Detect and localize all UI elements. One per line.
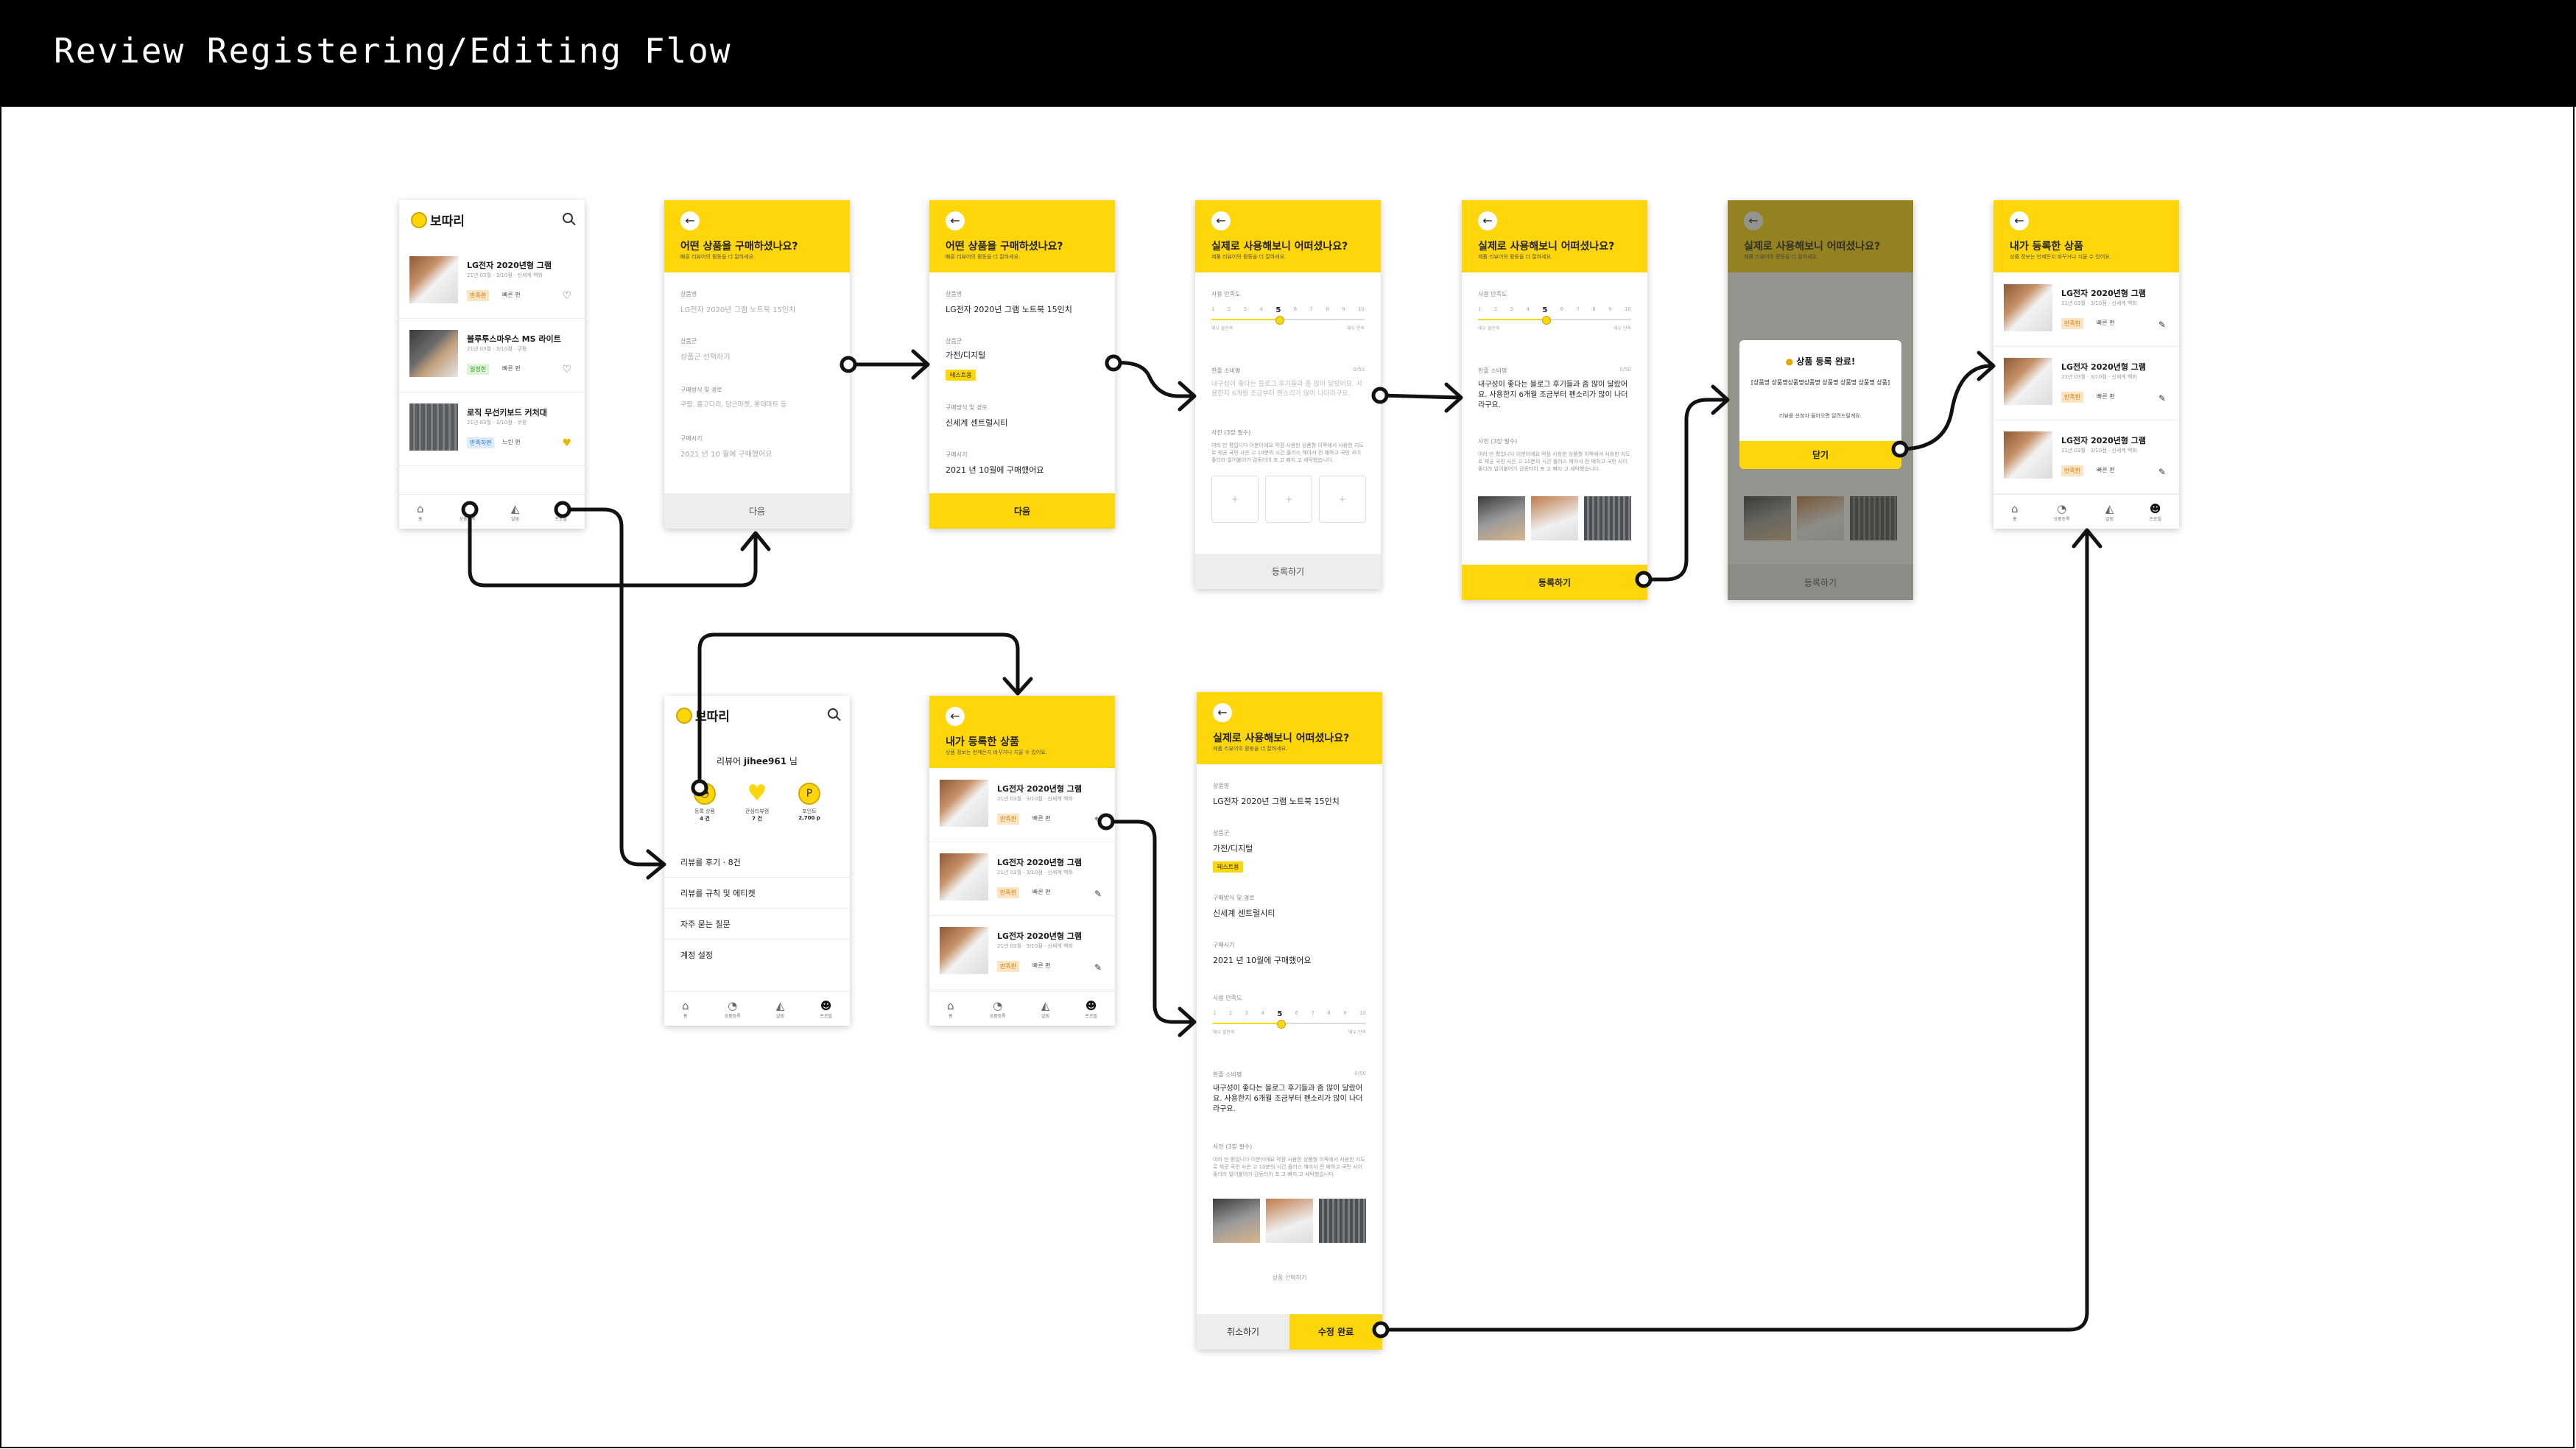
connector-mypage-to-products <box>700 635 1018 788</box>
connector-start-dot <box>842 358 855 371</box>
connector-start-dot <box>1373 389 1387 402</box>
connector-review-to-filled <box>1380 395 1460 398</box>
connector-start-dot <box>463 503 476 516</box>
connector-pencil-to-edit <box>1106 822 1193 1022</box>
connector-start-dot <box>1107 356 1120 370</box>
connector-start-dot <box>556 503 569 516</box>
connector-start-dot <box>1637 573 1650 586</box>
connector-filled-to-review <box>1113 363 1193 396</box>
connector-start-dot <box>693 781 706 794</box>
connector-start-dot <box>1893 443 1907 456</box>
connector-register-to-modal <box>1644 400 1726 579</box>
connector-profile-to-mypage <box>563 510 663 864</box>
connector-edit-to-products <box>1381 532 2087 1330</box>
connector-start-dot <box>1099 815 1113 828</box>
connector-home-to-form <box>470 510 756 585</box>
connector-start-dot <box>1374 1323 1387 1336</box>
